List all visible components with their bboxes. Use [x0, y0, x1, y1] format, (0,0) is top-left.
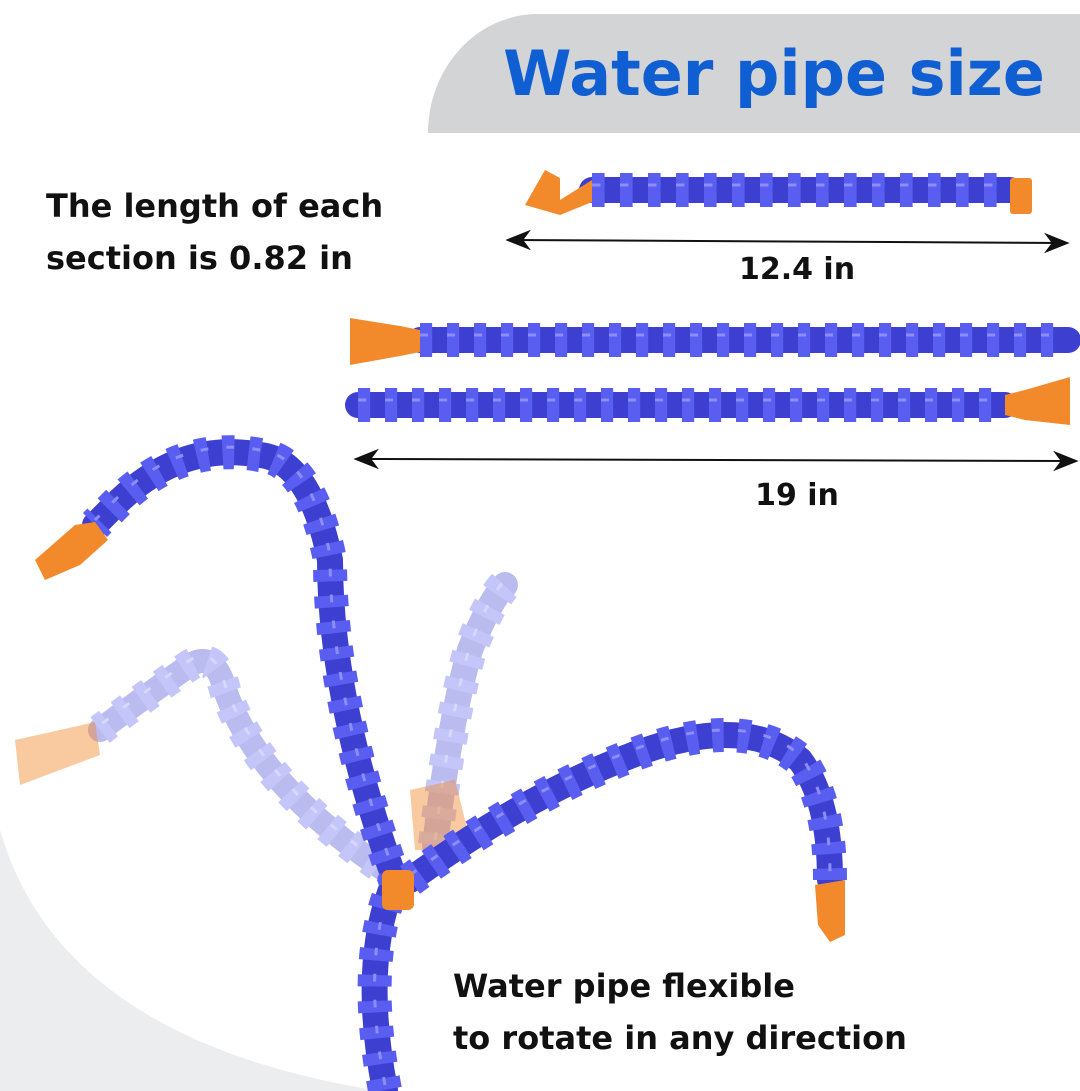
long-pipe-length: 19 in: [755, 478, 839, 513]
dimension-arrow-short: [505, 229, 1070, 254]
pipe-19in-a: [407, 323, 1080, 357]
y-nozzle: [525, 170, 592, 215]
joint-connector: [382, 870, 414, 910]
short-pipe-length: 12.4 in: [738, 252, 856, 287]
flat-nozzle-b: [1005, 377, 1070, 425]
flex-note-line1: Water pipe flexible: [453, 967, 795, 1005]
header-banner: [428, 14, 1080, 133]
nozzle-right: [815, 880, 845, 942]
faded-nozzle-left: [15, 722, 100, 785]
background-swoosh: [0, 830, 380, 1091]
faded-pipe-up: [418, 572, 518, 858]
pipe-19in-b: [345, 388, 1018, 422]
faded-pipe-left: [88, 645, 412, 894]
thread-fitting: [1010, 178, 1032, 214]
section-length-line1: The length of each: [46, 187, 384, 225]
dimension-arrow-long: [353, 448, 1079, 472]
main-pipe-right: [397, 718, 847, 894]
flat-nozzle-a: [350, 318, 420, 365]
page-title: Water pipe size: [503, 37, 1045, 110]
section-length-line2: section is 0.82 in: [46, 239, 353, 277]
flex-note-line2: to rotate in any direction: [453, 1019, 907, 1057]
pipe-12in: [579, 173, 1023, 207]
nozzle-top-left: [35, 522, 108, 580]
main-pipe-up: [82, 435, 414, 1091]
